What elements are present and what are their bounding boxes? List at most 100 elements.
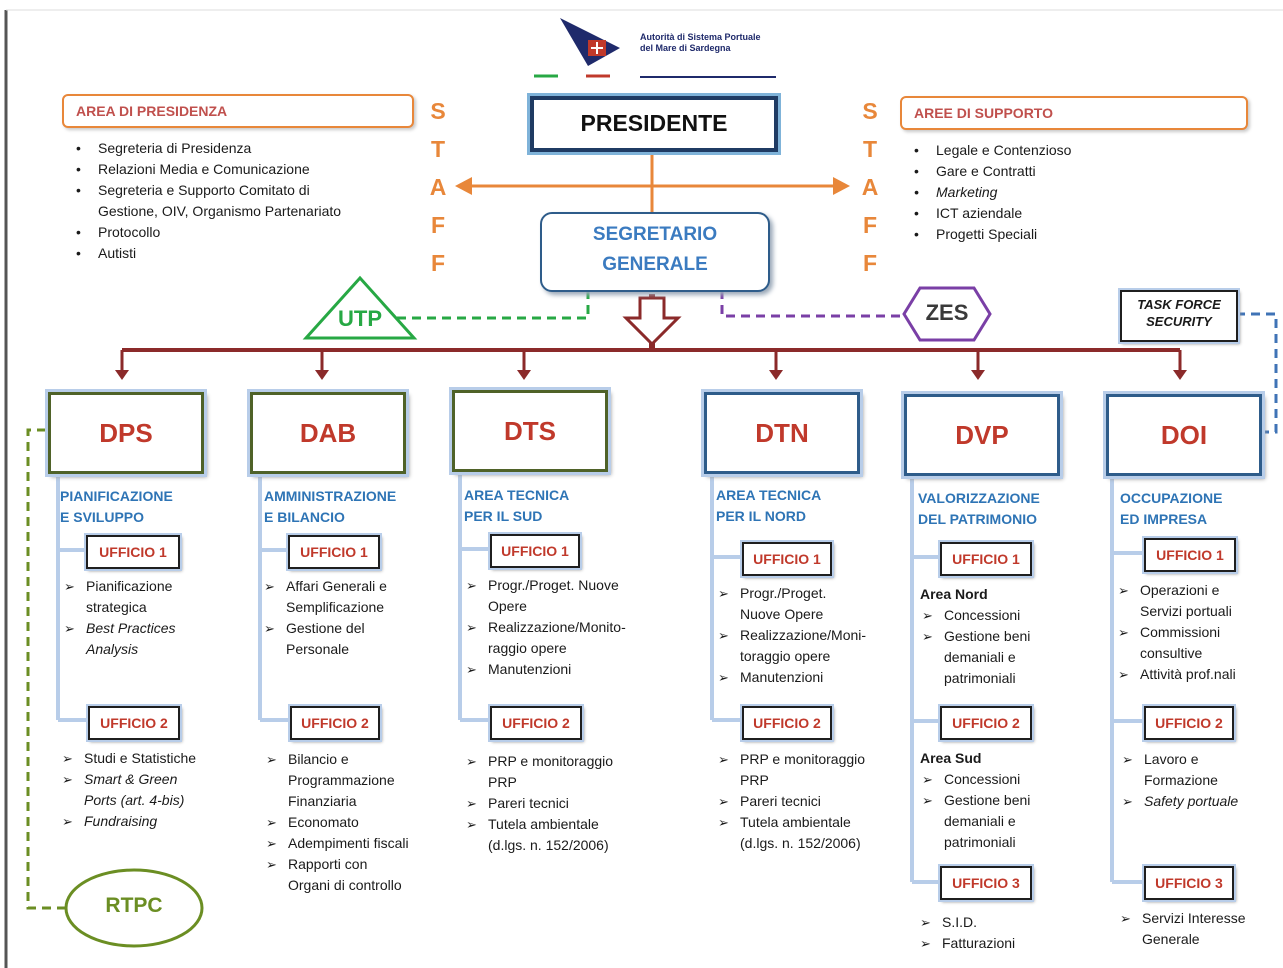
dvp-ufficio-1[interactable]: UFFICIO 1 xyxy=(940,542,1032,576)
ufficio-label: UFFICIO 2 xyxy=(1155,715,1223,731)
dtn-ufficio-2[interactable]: UFFICIO 2 xyxy=(742,706,832,740)
list-item-text: Gestione beni xyxy=(944,628,1031,644)
ufficio-label: UFFICIO 3 xyxy=(1155,875,1223,891)
aree-supporto-title[interactable]: AREE DI SUPPORTO xyxy=(900,96,1248,130)
area-presidenza-title[interactable]: AREA DI PRESIDENZA xyxy=(62,94,414,128)
dps-ufficio-1[interactable]: UFFICIO 1 xyxy=(86,535,180,569)
list-item-text: Best Practices xyxy=(86,620,176,636)
list-item: Progr./Proget.Nuove Opere xyxy=(718,583,930,625)
dept-dab[interactable]: DAB xyxy=(250,392,406,474)
dtn-ufficio-1-list: Progr./Proget.Nuove Opere Realizzazione/… xyxy=(716,583,930,688)
presidente-box[interactable]: PRESIDENTE xyxy=(527,93,781,155)
list-item-text: Nuove Opere xyxy=(740,606,824,622)
doi-ufficio-3[interactable]: UFFICIO 3 xyxy=(1144,866,1234,900)
list-item-text: Gestione beni xyxy=(944,792,1031,808)
dtn-ufficio-1[interactable]: UFFICIO 1 xyxy=(742,542,832,576)
dts-ufficio-2[interactable]: UFFICIO 2 xyxy=(490,706,582,740)
staff-letter: S xyxy=(862,98,878,124)
dept-title-line: PIANIFICAZIONE xyxy=(60,488,173,504)
dept-dts-title: AREA TECNICA PER IL SUD xyxy=(464,485,644,527)
ufficio-label: UFFICIO 2 xyxy=(301,715,369,731)
dept-title-line: AMMINISTRAZIONE xyxy=(264,488,397,504)
dvp-ufficio-2[interactable]: UFFICIO 2 xyxy=(940,706,1032,740)
list-item: Tutela ambientale(d.lgs. n. 152/2006) xyxy=(466,814,678,856)
list-item-text: strategica xyxy=(86,599,147,615)
dept-code: DAB xyxy=(299,418,357,448)
dept-title-line: AREA TECNICA xyxy=(464,487,570,503)
list-item: Fundraising xyxy=(62,811,264,832)
list-item-text: consultive xyxy=(1140,645,1203,661)
list-item-text: Pianificazione xyxy=(86,578,173,594)
list-item: Progetti Speciali xyxy=(914,224,1276,245)
utp-badge[interactable]: UTP xyxy=(330,306,390,332)
rtpc-badge[interactable]: RTPC xyxy=(66,894,202,918)
list-item-text: Opere xyxy=(488,598,527,614)
dvp-area-sud: Area Sud xyxy=(920,750,982,766)
dept-dps-title: PIANIFICAZIONE E SVILUPPO xyxy=(60,486,240,528)
list-item-text: Personale xyxy=(286,641,350,657)
zes-badge[interactable]: ZES xyxy=(910,300,984,326)
dept-code: DTS xyxy=(504,416,556,446)
staff-letter: T xyxy=(862,136,878,162)
doi-ufficio-1[interactable]: UFFICIO 1 xyxy=(1144,538,1236,572)
dept-dtn[interactable]: DTN xyxy=(704,392,860,474)
task-force-security-box[interactable]: TASK FORCE SECURITY xyxy=(1120,290,1238,342)
list-item-text: Realizzazione/Monito- xyxy=(488,619,626,635)
list-item: Relazioni Media e Comunicazione xyxy=(76,159,438,180)
segretario-generale-box[interactable]: SEGRETARIO GENERALE xyxy=(540,212,770,292)
list-item-text: Organi di controllo xyxy=(288,877,402,893)
segretario-label-2: GENERALE xyxy=(602,254,708,275)
ufficio-label: UFFICIO 2 xyxy=(753,715,821,731)
dts-ufficio-1[interactable]: UFFICIO 1 xyxy=(490,534,580,568)
aree-supporto-label: AREE DI SUPPORTO xyxy=(914,105,1053,121)
dept-title-line: ED IMPRESA xyxy=(1120,511,1208,527)
task-force-label-2: SECURITY xyxy=(1146,314,1212,329)
list-item-text: Tutela ambientale xyxy=(740,814,851,830)
dvp-ufficio-3[interactable]: UFFICIO 3 xyxy=(940,866,1032,900)
area-presidenza-list: Segreteria di Presidenza Relazioni Media… xyxy=(60,138,438,264)
staff-letter: S xyxy=(430,98,446,124)
list-item: Attività prof.nali xyxy=(1118,664,1283,685)
dept-doi[interactable]: DOI xyxy=(1106,394,1262,476)
list-item-continuation-text: Gestione, OIV, Organismo Partenariato xyxy=(98,203,342,219)
dept-title-line: E SVILUPPO xyxy=(60,509,145,525)
list-item: Tutela ambientale (d.lgs. n. 152/2006) xyxy=(718,812,930,854)
list-item-text: Realizzazione/Moni- xyxy=(740,627,867,643)
list-item: Pareri tecnici xyxy=(466,793,678,814)
dept-title-line: PER IL NORD xyxy=(716,508,806,524)
list-item: Autisti xyxy=(76,243,438,264)
dept-title-line: DEL PATRIMONIO xyxy=(918,511,1037,527)
list-item-text: toraggio opere xyxy=(740,648,831,664)
ufficio-label: UFFICIO 1 xyxy=(753,551,821,567)
rtpc-label: RTPC xyxy=(105,894,163,917)
list-item: Pareri tecnici xyxy=(718,791,930,812)
list-item-text: Finanziaria xyxy=(288,793,357,809)
list-item-continuation: Gestione, OIV, Organismo Partenariato xyxy=(98,201,438,222)
dab-ufficio-1[interactable]: UFFICIO 1 xyxy=(288,535,380,569)
list-item: Studi e Statistiche xyxy=(62,748,264,769)
dept-dvp[interactable]: DVP xyxy=(904,394,1060,476)
list-item-text: Tutela ambientale xyxy=(488,816,599,832)
list-item-text: Operazioni e xyxy=(1140,582,1220,598)
doi-ufficio-2[interactable]: UFFICIO 2 xyxy=(1144,706,1234,740)
dps-ufficio-2[interactable]: UFFICIO 2 xyxy=(88,706,180,740)
dept-title-line: PER IL SUD xyxy=(464,508,543,524)
dept-code: DOI xyxy=(1160,420,1208,450)
dab-ufficio-2[interactable]: UFFICIO 2 xyxy=(290,706,380,740)
dept-dts[interactable]: DTS xyxy=(452,390,608,472)
dept-dps[interactable]: DPS xyxy=(48,392,204,474)
aree-supporto-list: Legale e Contenzioso Gare e Contratti Ma… xyxy=(898,140,1276,245)
list-item: Economato xyxy=(266,812,473,833)
list-item-text: (d.lgs. n. 152/2006) xyxy=(740,835,861,851)
